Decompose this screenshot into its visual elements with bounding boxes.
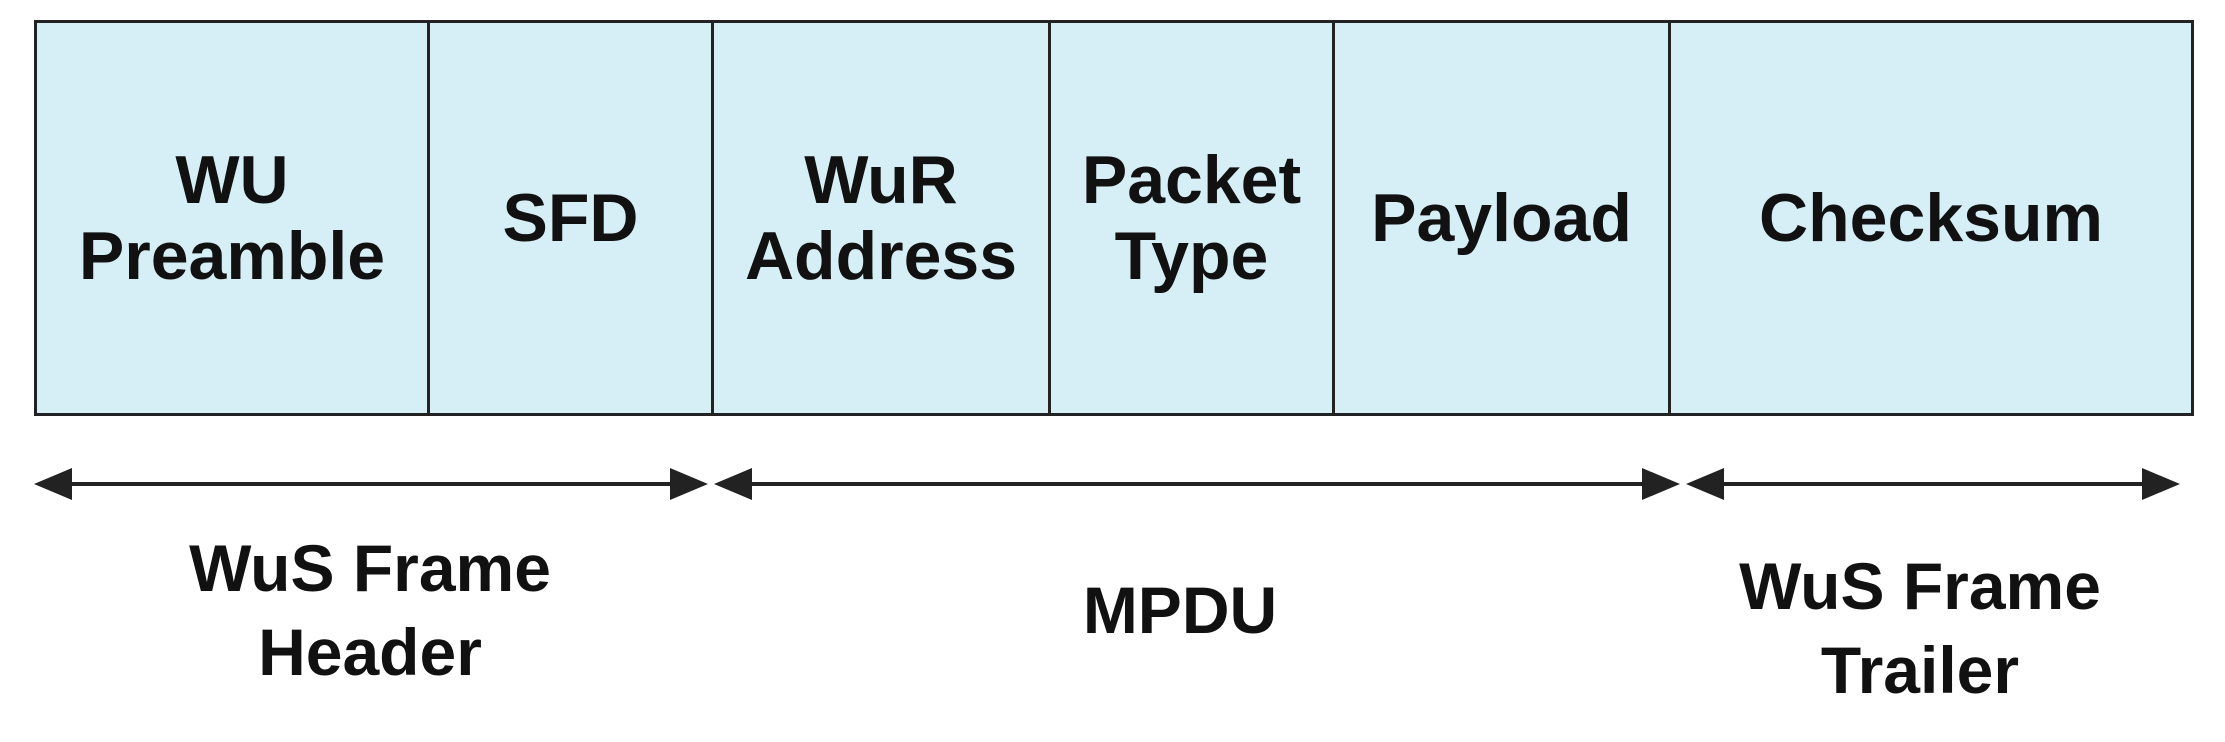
header-span-arrow bbox=[34, 468, 708, 500]
field-checksum-label: Checksum bbox=[1759, 179, 2103, 256]
field-packet-type: Packet Type bbox=[1051, 23, 1335, 413]
group-label-trailer: WuS Frame Trailer bbox=[1739, 549, 2101, 708]
field-wu-preamble: WU Preamble bbox=[37, 23, 430, 413]
frame-format-row: WU Preamble SFD WuR Address Packet Type … bbox=[34, 20, 2194, 416]
group-label-mpdu: MPDU bbox=[1082, 573, 1278, 647]
field-payload-label: Payload bbox=[1371, 179, 1632, 256]
field-sfd-label: SFD bbox=[502, 179, 639, 256]
field-checksum: Checksum bbox=[1671, 23, 2191, 413]
field-wu-preamble-label: WU Preamble bbox=[78, 141, 386, 294]
field-sfd: SFD bbox=[430, 23, 714, 413]
field-packet-type-label: Packet Type bbox=[1081, 141, 1302, 294]
trailer-span-arrow bbox=[1686, 468, 2180, 500]
mpdu-span-arrow bbox=[714, 468, 1680, 500]
field-wur-address: WuR Address bbox=[714, 23, 1051, 413]
group-label-header: WuS Frame Header bbox=[189, 531, 551, 690]
field-payload: Payload bbox=[1335, 23, 1671, 413]
field-wur-address-label: WuR Address bbox=[744, 141, 1018, 294]
